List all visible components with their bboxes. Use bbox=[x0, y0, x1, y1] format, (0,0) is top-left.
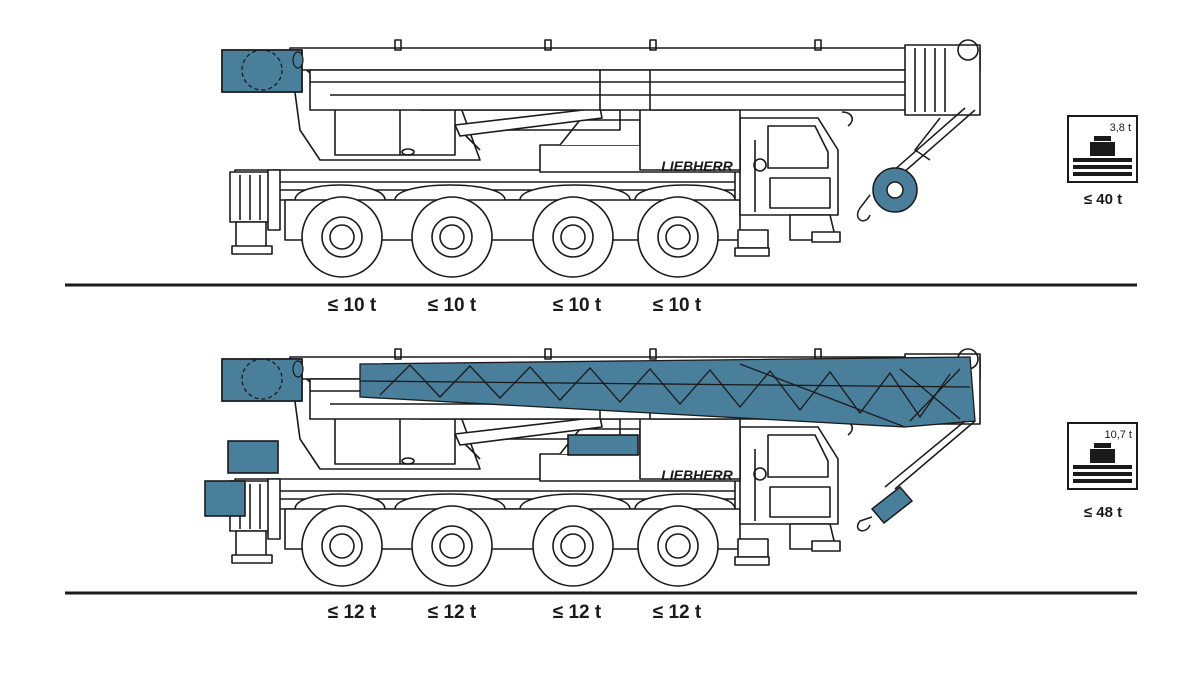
counterweight-icon-top: 3,8 t bbox=[1067, 115, 1138, 183]
crane-basic-configuration: LIEBHERR bbox=[221, 39, 981, 278]
hook-block-bottom bbox=[856, 420, 976, 532]
additional-counterweight bbox=[227, 440, 279, 474]
crane-full-configuration: LIEBHERR bbox=[204, 348, 981, 587]
counterweight-head-highlight bbox=[221, 49, 304, 93]
total-weight-bottom: ≤ 48 t bbox=[1083, 504, 1123, 521]
rear-attachment bbox=[204, 480, 246, 517]
counterweight-head-highlight bbox=[221, 358, 304, 402]
axle-load-top-1: ≤ 10 t bbox=[327, 295, 377, 316]
axle-load-bottom-1: ≤ 12 t bbox=[327, 602, 377, 623]
turntable-ballast bbox=[567, 434, 639, 456]
axle-load-bottom-3: ≤ 12 t bbox=[552, 602, 602, 623]
brand-logo-bottom: LIEBHERR bbox=[661, 467, 733, 483]
axle-load-top-2: ≤ 10 t bbox=[427, 295, 477, 316]
brand-logo-top: LIEBHERR bbox=[661, 158, 733, 174]
axle-load-top-3: ≤ 10 t bbox=[552, 295, 602, 316]
axle-load-top-4: ≤ 10 t bbox=[652, 295, 702, 316]
axle-load-bottom-4: ≤ 12 t bbox=[652, 602, 702, 623]
counterweight-value-top: 3,8 t bbox=[1110, 122, 1131, 134]
total-weight-top: ≤ 40 t bbox=[1083, 191, 1123, 208]
counterweight-icon-bottom: 10,7 t bbox=[1067, 422, 1138, 490]
counterweight-value-bottom: 10,7 t bbox=[1104, 429, 1132, 441]
axle-load-bottom-2: ≤ 12 t bbox=[427, 602, 477, 623]
hook-block-top bbox=[856, 107, 976, 222]
lattice-jib bbox=[359, 356, 976, 428]
